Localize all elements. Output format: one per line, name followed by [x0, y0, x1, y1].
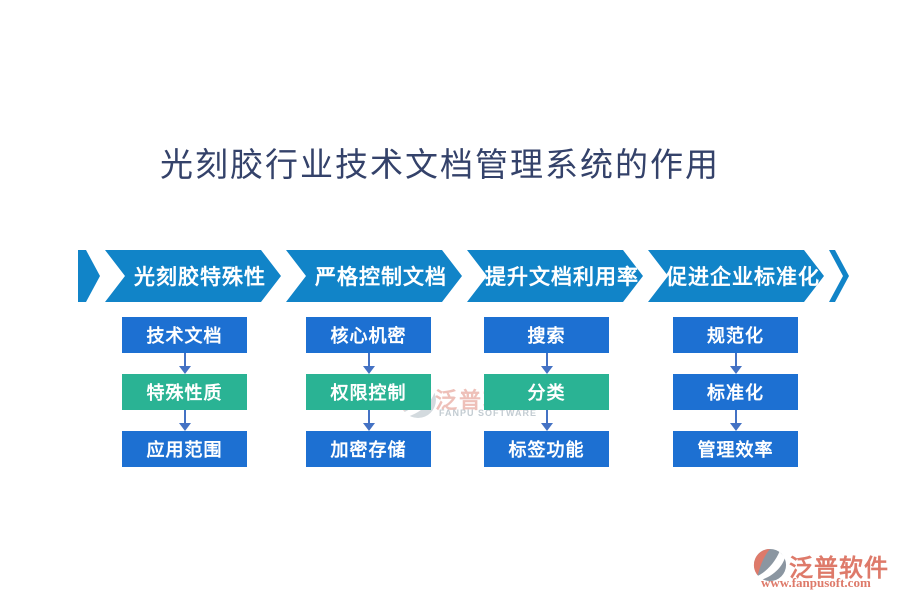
down-arrow-icon [673, 353, 798, 374]
down-arrow-icon [484, 353, 609, 374]
node-box: 分类 [484, 374, 609, 410]
node-box: 规范化 [673, 317, 798, 353]
ribbon-segment: 严格控制文档 [286, 250, 462, 302]
diagram-column: 核心机密权限控制加密存储 [306, 317, 431, 467]
watermark-brand-en-text: FANPU SOFTWARE [439, 408, 538, 418]
node-box: 技术文档 [122, 317, 247, 353]
node-box: 加密存储 [306, 431, 431, 467]
footer-brand: 泛普软件 www.fanpusoft.com [753, 548, 893, 590]
node-box: 标签功能 [484, 431, 609, 467]
ribbon-trail-fragment [829, 250, 849, 302]
page-title: 光刻胶行业技术文档管理系统的作用 [160, 148, 720, 184]
down-arrow-icon [122, 353, 247, 374]
node-box: 特殊性质 [122, 374, 247, 410]
node-box: 核心机密 [306, 317, 431, 353]
header-ribbon: 光刻胶特殊性严格控制文档提升文档利用率促进企业标准化 [78, 250, 849, 302]
footer-brand-text: 泛普软件 [789, 556, 889, 582]
fanpu-logo-icon [753, 548, 787, 582]
ribbon-lead-fragment [78, 250, 100, 302]
down-arrow-icon [484, 410, 609, 431]
down-arrow-icon [306, 410, 431, 431]
diagram-column: 搜索分类标签功能 [484, 317, 609, 467]
down-arrow-icon [306, 353, 431, 374]
diagram-column: 规范化标准化管理效率 [673, 317, 798, 467]
ribbon-segment: 光刻胶特殊性 [105, 250, 281, 302]
node-box: 标准化 [673, 374, 798, 410]
diagram-column: 技术文档特殊性质应用范围 [122, 317, 247, 467]
down-arrow-icon [673, 410, 798, 431]
down-arrow-icon [122, 410, 247, 431]
ribbon-segment: 促进企业标准化 [648, 250, 824, 302]
node-box: 搜索 [484, 317, 609, 353]
node-box: 权限控制 [306, 374, 431, 410]
node-box: 管理效率 [673, 431, 798, 467]
footer-brand-url: www.fanpusoft.com [761, 575, 871, 590]
node-box: 应用范围 [122, 431, 247, 467]
ribbon-segment: 提升文档利用率 [467, 250, 643, 302]
